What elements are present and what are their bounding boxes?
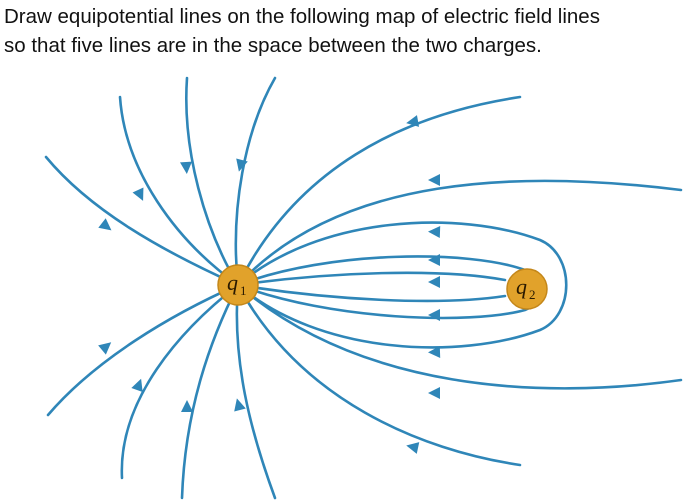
charge-q1-symbol: q (227, 270, 238, 295)
field-line (236, 95, 522, 287)
arrowhead (406, 442, 420, 454)
field-line (236, 221, 568, 349)
charge-q2: q 2 (506, 268, 548, 310)
arrowhead (428, 387, 440, 399)
field-line (236, 283, 507, 303)
arrowhead (98, 218, 112, 231)
field-lines (44, 76, 683, 500)
arrowhead (236, 158, 248, 172)
field-line (44, 155, 240, 287)
charge-q2-symbol: q (516, 274, 527, 299)
arrowhead (428, 226, 441, 238)
arrowhead (131, 378, 143, 393)
arrowheads (98, 115, 441, 454)
field-line (236, 179, 683, 287)
arrowhead (428, 174, 440, 186)
field-line (118, 95, 240, 287)
arrowhead (428, 309, 440, 321)
field-line (180, 283, 240, 500)
charge-q1-subscript: 1 (240, 283, 247, 298)
arrowhead (98, 342, 112, 355)
arrowhead (180, 161, 192, 174)
arrowhead (132, 187, 144, 201)
arrowhead (181, 400, 193, 412)
field-line (235, 283, 277, 500)
arrowhead (234, 398, 246, 412)
field-line (46, 283, 240, 417)
arrowhead (406, 115, 420, 127)
field-line (185, 76, 240, 287)
field-line (234, 76, 277, 287)
charge-q1-circle (217, 264, 259, 306)
field-line (236, 271, 507, 287)
question-line-1: Draw equipotential lines on the followin… (4, 5, 600, 28)
charge-q1: q 1 (217, 264, 259, 306)
question-line-2: so that five lines are in the space betw… (4, 34, 542, 57)
arrowhead (428, 276, 440, 288)
field-line (236, 255, 542, 320)
charge-q2-subscript: 2 (529, 287, 536, 302)
question-text: Draw equipotential lines on the followin… (4, 2, 696, 60)
field-line (120, 283, 240, 480)
arrowhead (428, 346, 441, 358)
charge-q2-circle (506, 268, 548, 310)
arrowhead (428, 254, 440, 266)
field-line (236, 283, 683, 390)
field-line (236, 283, 522, 467)
